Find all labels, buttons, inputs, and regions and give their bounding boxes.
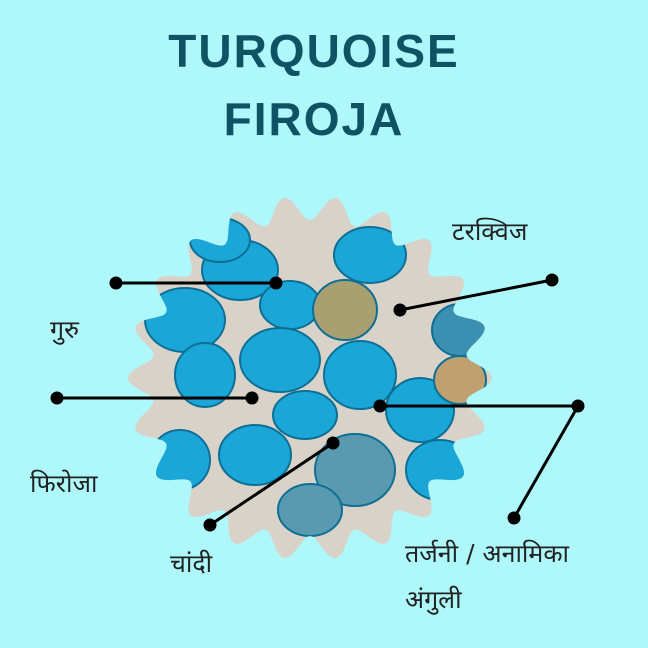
turquoise-stone: [218, 424, 292, 486]
pointer-line-metal: [209, 441, 334, 527]
title-turquoise: TURQUOISE: [168, 25, 460, 77]
turquoise-stone: [314, 433, 396, 507]
turquoise-stone: [239, 327, 321, 393]
turquoise-stone: [312, 279, 378, 341]
turquoise-stone: [189, 217, 251, 263]
turquoise-stone: [259, 280, 321, 330]
label-finger: तर्जनी / अनामिका: [405, 539, 570, 568]
title-firoja: FIROJA: [223, 93, 405, 145]
turquoise-stone: [385, 377, 455, 443]
label-finger-2: अंगुली: [405, 585, 462, 614]
turquoise-stone: [405, 439, 475, 501]
turquoise-stone: [333, 226, 407, 284]
turquoise-stone: [431, 303, 489, 357]
label-planet: गुरु: [50, 315, 80, 344]
pointer-line-name: [399, 278, 553, 312]
turquoise-stone: [323, 340, 397, 410]
turquoise-stone: [144, 287, 226, 353]
label-other-name: फिरोजा: [30, 469, 98, 498]
turquoise-stone: [174, 342, 236, 408]
label-metal: चांदी: [170, 549, 213, 578]
turquoise-stone: [149, 429, 211, 491]
turquoise-stone: [272, 390, 338, 440]
turquoise-stone: [277, 483, 343, 537]
pointer-lines: [50, 273, 585, 532]
label-turquoise-hindi: टरक्विज: [452, 217, 528, 246]
turquoise-stone: [433, 355, 487, 405]
